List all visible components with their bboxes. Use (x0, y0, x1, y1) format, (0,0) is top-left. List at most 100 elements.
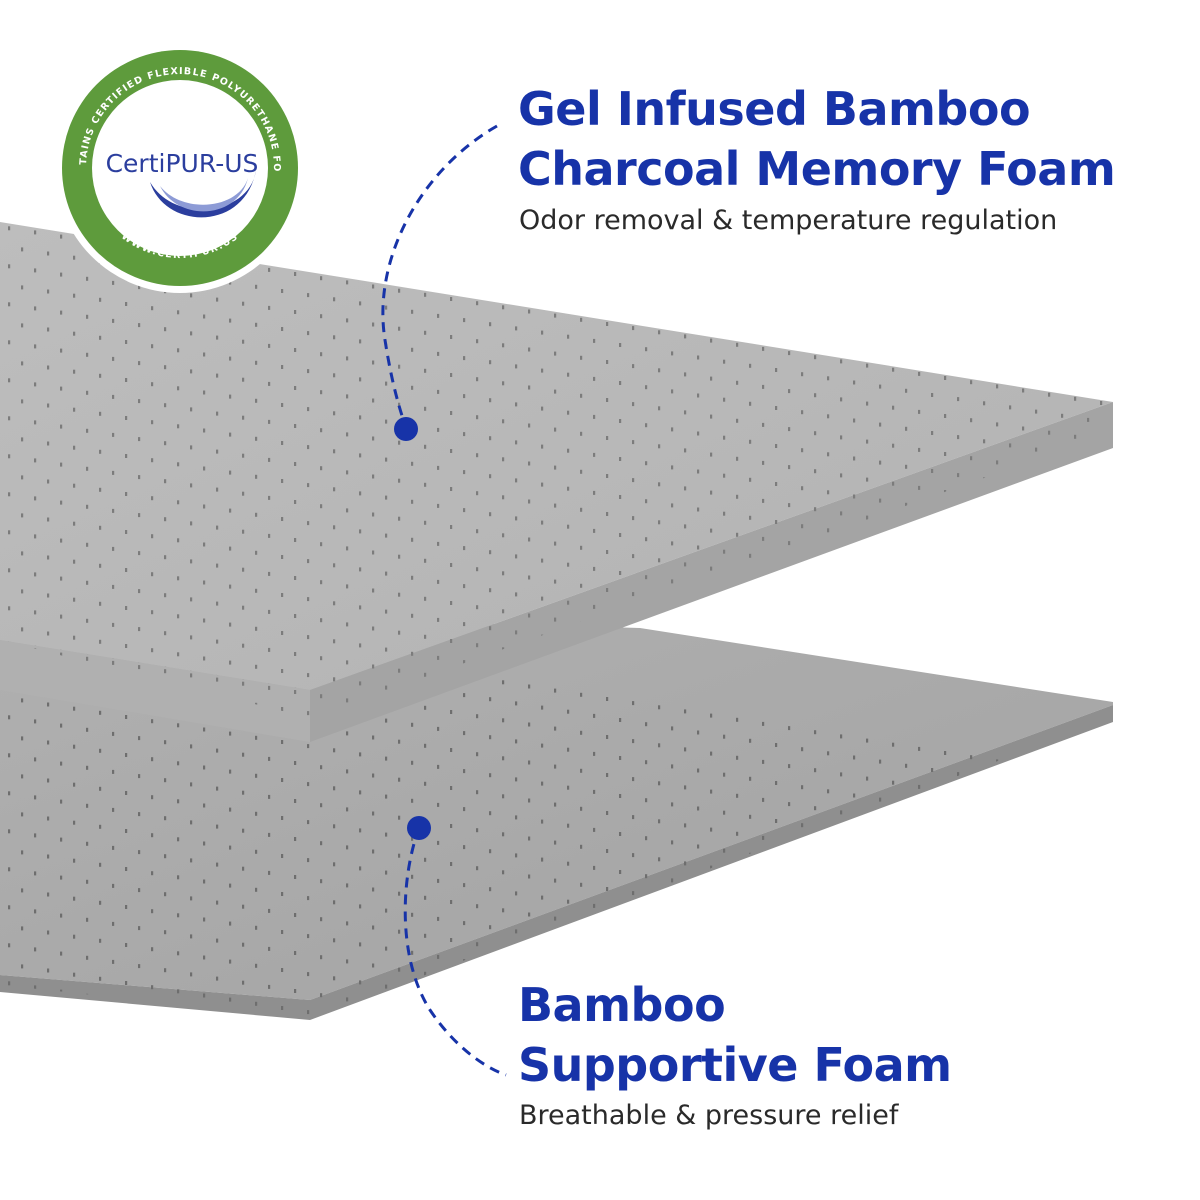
perforation-hole (21, 361, 24, 366)
perforation-hole (424, 743, 427, 748)
perforation-hole (112, 508, 115, 513)
perforation-hole (892, 862, 894, 866)
perforation-hole (47, 816, 50, 821)
perforation-hole (86, 580, 89, 585)
perforation-hole (1087, 792, 1090, 797)
perforation-hole (255, 626, 258, 631)
perforation-hole (60, 652, 63, 657)
perforation-hole (281, 593, 284, 597)
perforation-hole (723, 549, 726, 554)
perforation-hole (151, 1023, 153, 1027)
perforation-hole (1061, 413, 1064, 418)
perforation-hole (710, 566, 713, 571)
perforation-hole (658, 971, 661, 976)
perforation-hole (632, 554, 635, 559)
perforation-hole (801, 638, 804, 643)
perforation-hole (684, 861, 687, 866)
perforation-hole (710, 376, 713, 381)
perforation-hole (73, 744, 76, 749)
perforation-hole (1035, 752, 1037, 756)
perforation-hole (359, 980, 362, 985)
perforation-hole (8, 791, 11, 796)
perforation-hole (983, 814, 986, 819)
perforation-hole (749, 890, 752, 895)
perforation-hole (437, 916, 440, 921)
perforation-hole (60, 500, 63, 505)
perforation-hole (60, 723, 63, 728)
perforation-hole (827, 1093, 829, 1097)
perforation-hole (229, 731, 232, 736)
perforation-hole (944, 566, 947, 570)
perforation-hole (632, 592, 635, 597)
perforation-hole (463, 432, 466, 437)
perforation-hole (957, 511, 960, 516)
perforation-hole (294, 799, 297, 803)
perforation-hole (827, 642, 830, 647)
perforation-hole (1048, 957, 1051, 962)
perforation-hole (905, 388, 908, 393)
perforation-hole (944, 1093, 946, 1097)
perforation-hole (1074, 853, 1076, 857)
perforation-hole (1061, 565, 1064, 570)
perforation-hole (203, 466, 206, 471)
perforation-hole (983, 401, 986, 406)
perforation-hole (8, 981, 11, 986)
perforation-hole (398, 967, 401, 972)
perforation-hole (450, 411, 453, 415)
perforation-hole (151, 871, 154, 876)
perforation-hole (385, 984, 388, 989)
perforation-hole (606, 887, 609, 891)
perforation-hole (606, 963, 609, 967)
perforation-hole (541, 819, 544, 824)
perforation-hole (60, 837, 63, 842)
perforation-hole (450, 449, 453, 453)
perforation-hole (931, 583, 934, 587)
perforation-hole (1074, 586, 1077, 591)
perforation-hole (359, 567, 362, 572)
perforation-hole (788, 764, 791, 769)
perforation-hole (996, 1025, 998, 1029)
perforation-hole (463, 883, 466, 888)
perforation-hole (697, 844, 700, 849)
perforation-hole (47, 403, 50, 408)
perforation-hole (1087, 1135, 1089, 1139)
perforation-hole (1061, 940, 1064, 945)
perforation-hole (320, 993, 323, 998)
perforation-hole (190, 744, 193, 749)
perforation-hole (632, 701, 635, 706)
perforation-hole (476, 529, 479, 534)
perforation-hole (190, 407, 193, 412)
perforation-hole (866, 1004, 869, 1009)
perforation-hole (21, 399, 24, 404)
perforation-hole (463, 660, 466, 665)
perforation-hole (151, 420, 154, 425)
perforation-hole (99, 710, 102, 715)
perforation-hole (1074, 999, 1077, 1004)
perforation-hole (333, 1052, 335, 1056)
perforation-hole (1048, 1034, 1050, 1038)
perforation-hole (697, 730, 700, 735)
perforation-hole (346, 280, 349, 285)
perforation-hole (268, 908, 271, 913)
perforation-hole (112, 432, 115, 437)
perforation-hole (255, 963, 258, 968)
perforation-hole (905, 807, 907, 811)
perforation-hole (554, 802, 557, 807)
perforation-hole (424, 292, 427, 297)
perforation-hole (476, 790, 479, 795)
perforation-hole (554, 427, 557, 432)
perforation-hole (476, 828, 479, 833)
perforation-hole (996, 536, 999, 541)
perforation-hole (515, 815, 518, 820)
perforation-hole (463, 546, 466, 551)
perforation-hole (515, 440, 518, 445)
perforation-hole (437, 617, 440, 622)
perforation-hole (463, 584, 466, 589)
perforation-hole (580, 730, 583, 735)
perforation-hole (463, 769, 466, 774)
perforation-hole (879, 835, 882, 840)
perforation-hole (801, 899, 804, 904)
perforation-hole (853, 755, 856, 760)
perforation-hole (8, 829, 11, 834)
perforation-hole (307, 782, 310, 787)
